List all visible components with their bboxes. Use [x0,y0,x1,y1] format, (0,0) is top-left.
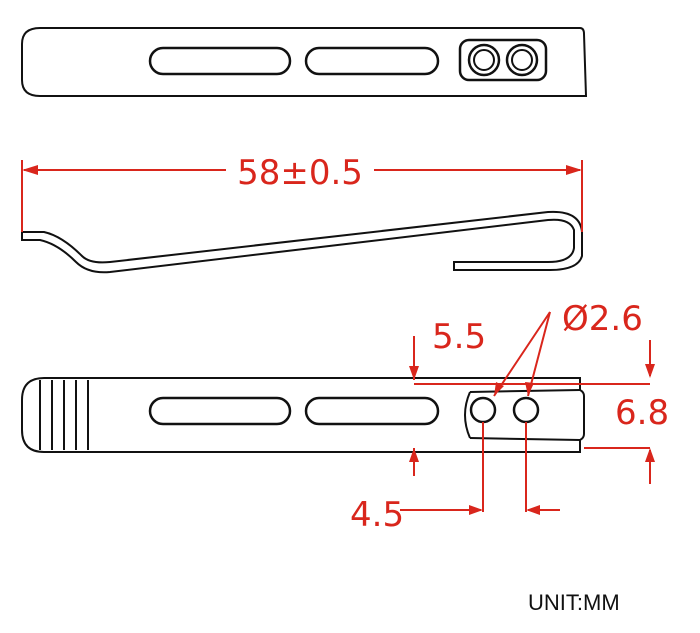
length-label: 58±0.5 [237,153,363,193]
hole-diameter-label: Ø2.6 [562,299,643,339]
bottom-view-taper-curve [464,391,471,439]
width-arrow-bottom [645,448,655,462]
bottom-view-taper-top [469,389,581,393]
hole-offset-label: 5.5 [432,317,486,357]
width-arrow-top [645,364,655,378]
length-arrow-left [22,165,38,175]
hole-diameter-callout: Ø2.6 [493,299,643,397]
top-view-slot-left [148,46,292,76]
spacing-arrow-right [526,505,540,515]
offset-arrow-top [409,366,419,380]
hole-spacing-label: 4.5 [350,495,404,535]
hole-offset-dimension: 5.5 [409,317,650,476]
bottom-view-hole-2 [512,396,540,424]
bottom-view-slot-left [148,396,292,426]
top-view [21,27,588,97]
top-view-screw-plate [458,38,548,82]
hole-leader-2 [527,311,551,397]
hole-leader-2-arrow [525,382,534,396]
bottom-view-slot-right [304,396,440,426]
hole-leader-1 [493,311,551,397]
width-dimension: 6.8 [584,340,669,484]
top-view-screw-hole-1 [467,43,501,77]
length-arrow-right [566,165,582,175]
width-label: 6.8 [615,393,669,433]
top-view-screw-hole-2-inner [511,49,533,71]
top-view-screw-hole-2 [505,43,539,77]
hole-leader-1-arrow [494,382,504,396]
unit-label: UNIT:MM [528,590,620,615]
top-view-outline [21,27,588,97]
bottom-view [21,377,585,453]
hole-spacing-dimension: 4.5 [350,422,560,535]
top-view-slot-right [304,46,440,76]
offset-arrow-bottom [409,448,419,462]
spacing-arrow-left [469,505,483,515]
length-dimension: 58±0.5 [21,153,583,232]
side-view [21,210,583,274]
side-view-profile [21,210,583,274]
top-view-screw-hole-1-inner [473,49,495,71]
bottom-view-hole-1 [469,396,497,424]
